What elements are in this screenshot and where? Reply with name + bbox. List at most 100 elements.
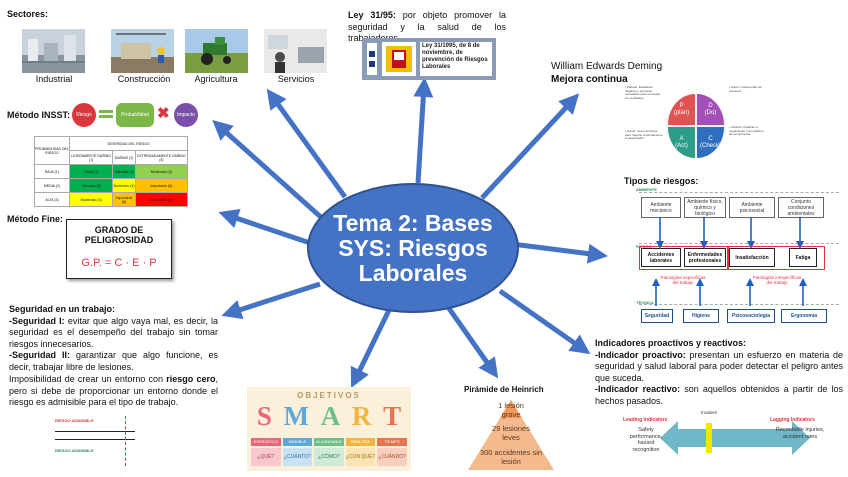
- ambiente-condiciones: Conjunto condiciones ambientales: [778, 197, 824, 218]
- insst-riesgo-circle: Riesgo: [72, 103, 96, 127]
- riesgo-admisible-chart: RIESGO ADMISIBLE RIESGO ADMISIBLE: [55, 416, 155, 468]
- seguridad-3-a: Imposibilidad de crear un entorno con: [9, 374, 167, 384]
- indicadores-heading: Indicadores proactivos y reactivos:: [595, 338, 747, 348]
- pdca-note-plan: ▪ Planear: Establecer objetivos y proces…: [625, 85, 661, 100]
- sector-label-construccion: Construcción: [117, 74, 171, 84]
- incident-marker: [706, 423, 712, 453]
- fine-box: GRADO DE PELIGROSIDAD G.P. = C · E · P: [66, 219, 172, 279]
- central-topic: Tema 2: Bases SYS: Riesgos Laborales: [307, 183, 519, 313]
- nonspecific-pathologies-frame: [727, 246, 825, 270]
- leading-text: Safety performance, hazard recognition: [629, 427, 663, 453]
- smart-letter-m: M: [283, 401, 310, 431]
- pdca-word-do: (Do): [704, 109, 717, 116]
- leading-lagging-diagram: Incident Leading Indicators Safety perfo…: [620, 407, 840, 467]
- tipos-arrows: [652, 217, 807, 306]
- smart-letter-s: S: [256, 401, 272, 431]
- seguridad-3-bold: riesgo cero: [166, 374, 216, 384]
- riesgo-line-1: [55, 431, 135, 432]
- construccion-photo: [111, 29, 174, 73]
- matrix-cell: Importante (6): [134, 178, 189, 193]
- pdca-note-do: ▪ Hacer: implementar los procesos.: [729, 85, 762, 93]
- pdca-letter-a: A: [679, 135, 684, 142]
- matrix-cell: Tolerable (2): [112, 164, 136, 179]
- dashed-line: [639, 192, 839, 194]
- pdca-wheel: [666, 95, 726, 155]
- matrix-cell: Moderado (4): [112, 178, 136, 193]
- matrix-row-media: MEDIA (2): [34, 178, 70, 193]
- leading-title: Leading Indicators: [623, 417, 668, 423]
- matrix-cell: Trivial (1): [68, 164, 114, 179]
- double-arrow-icon: [660, 421, 810, 455]
- smart-q-s: ¿QUÉ?: [251, 448, 281, 466]
- smart-title: OBJETIVOS: [297, 391, 361, 400]
- fine-box-line1: GRADO DE: [94, 225, 144, 235]
- pdca-quadrant-act: A(Act): [668, 127, 695, 158]
- seguridad-3-b: , pero si debe de proporcionar un entorn…: [9, 374, 218, 407]
- pdca-word-check: (Check): [699, 142, 721, 149]
- spain-coat-of-arms-icon: [382, 42, 416, 76]
- riesgo-accidentes: Accidentes laborales: [641, 248, 681, 267]
- smart-questions: ¿QUÉ? ¿CUÁNTO? ¿CÓMO? ¿CON QUÉ? ¿CUÁNDO?: [251, 448, 407, 466]
- tipos-heading: Tipos de riesgos:: [624, 176, 699, 186]
- arrow-seguridad: [221, 281, 321, 320]
- tipos-tecnica-label: TÉCNICA: [636, 300, 654, 305]
- matrix-cell: Importante (6): [112, 192, 136, 207]
- tecnica-psicosociologia: Psicosociología: [727, 309, 775, 323]
- smart-q-m: ¿CUÁNTO?: [282, 448, 313, 466]
- central-title: Tema 2: Bases SYS: Riesgos Laborales: [333, 209, 493, 286]
- dashed-line: [639, 243, 839, 245]
- indicador-proactivo: -Indicador proactivo: presentan un esfue…: [595, 350, 843, 385]
- seguridad-2: -Seguridad II: garantizar que algo funci…: [9, 350, 218, 373]
- dashed-line: [639, 304, 839, 306]
- patologias-especificas: Patologías específicas del trabajo: [660, 275, 706, 285]
- indicador-reactivo-label: -Indicador reactivo:: [595, 384, 681, 394]
- fine-formula: G.P. = C · E · P: [81, 257, 157, 269]
- arrow-insst: [212, 120, 325, 221]
- agricultura-photo: [185, 29, 248, 73]
- smart-sub-m: MEDIBLE: [282, 438, 313, 446]
- smart-sub-a: ALCANZABLE: [314, 438, 344, 446]
- pdca-word-plan: (plan): [673, 109, 690, 116]
- ambiente-psicosocial: Ambiente psicosocial: [729, 197, 775, 218]
- matrix-col-1: LIGERAMENTE DAÑINO (1): [68, 150, 114, 165]
- matrix-cell: Tolerable (2): [68, 178, 114, 193]
- incident-label: Incident: [701, 410, 717, 415]
- spain-crest-icon: [367, 43, 377, 75]
- lagging-text: Recordable injuries, accident rates: [775, 427, 825, 440]
- ambiente-mecanico: Ambiente mecánico: [641, 197, 681, 218]
- tecnica-seguridad: Seguridad: [641, 309, 673, 323]
- seguridad-1: -Seguridad I: evitar que algo vaya mal, …: [9, 316, 218, 351]
- ambiente-fisico: Ambiente físico, químico y biológico: [684, 197, 726, 218]
- tecnica-ergonomia: Ergonomía: [781, 309, 827, 323]
- pdca-diagram: ▪ Planear: Establecer objetivos y proces…: [625, 85, 765, 164]
- smart-q-a: ¿CÓMO?: [314, 448, 344, 466]
- pdca-letter-d: D: [708, 102, 713, 109]
- seguridad-1-text: evitar que algo vaya mal, es decir, la s…: [9, 315, 218, 349]
- matrix-row-baja: BAJA (1): [34, 164, 70, 179]
- smart-subs: ESPECÍFICO MEDIBLE ALCANZABLE REALISTA T…: [251, 438, 407, 446]
- insst-heading: Método INSST:: [7, 110, 70, 120]
- indicador-reactivo: -Indicador reactivo: son aquellos obteni…: [595, 384, 843, 407]
- arrow-heinrich: [445, 305, 499, 379]
- pdca-letter-p: P: [679, 102, 684, 109]
- seguridad-1-label: -Seguridad I:: [9, 315, 65, 326]
- smart-q-t: ¿CUÁNDO?: [377, 448, 407, 466]
- matrix-col-3: EXTREMADAMENTE DAÑINO (3): [134, 150, 189, 165]
- arrow-indicadores: [498, 288, 591, 355]
- arrow-deming: [480, 93, 580, 200]
- insst-probabilidad-box: Probabilidad: [116, 103, 154, 127]
- pdca-word-act: (Act): [675, 142, 688, 149]
- servicios-photo: [264, 29, 327, 73]
- industrial-photo: [22, 29, 85, 73]
- smart-letter-a: A: [320, 401, 341, 431]
- seguridad-3: Imposibilidad de crear un entorno con ri…: [9, 374, 218, 409]
- matrix-header-prob: PROBABILIDAD DEL RIESGO: [34, 136, 70, 165]
- smart-sub-s: ESPECÍFICO: [251, 438, 281, 446]
- seguridad-block: Seguridad en un trabajo: -Seguridad I: e…: [9, 304, 218, 409]
- pdca-note-check: ▪ Verificar: Realizar el seguimiento y l…: [729, 125, 764, 137]
- ley-cover: Ley 31/1995, de 8 de noviembre, de preve…: [362, 38, 496, 80]
- equals-icon: [99, 108, 113, 120]
- matrix-cell: Moderado (3): [68, 192, 114, 207]
- matrix-row-alta: ALTA (3): [34, 192, 70, 207]
- tipos-diagram: AMBIENTE Ambiente mecánico Ambiente físi…: [603, 186, 843, 329]
